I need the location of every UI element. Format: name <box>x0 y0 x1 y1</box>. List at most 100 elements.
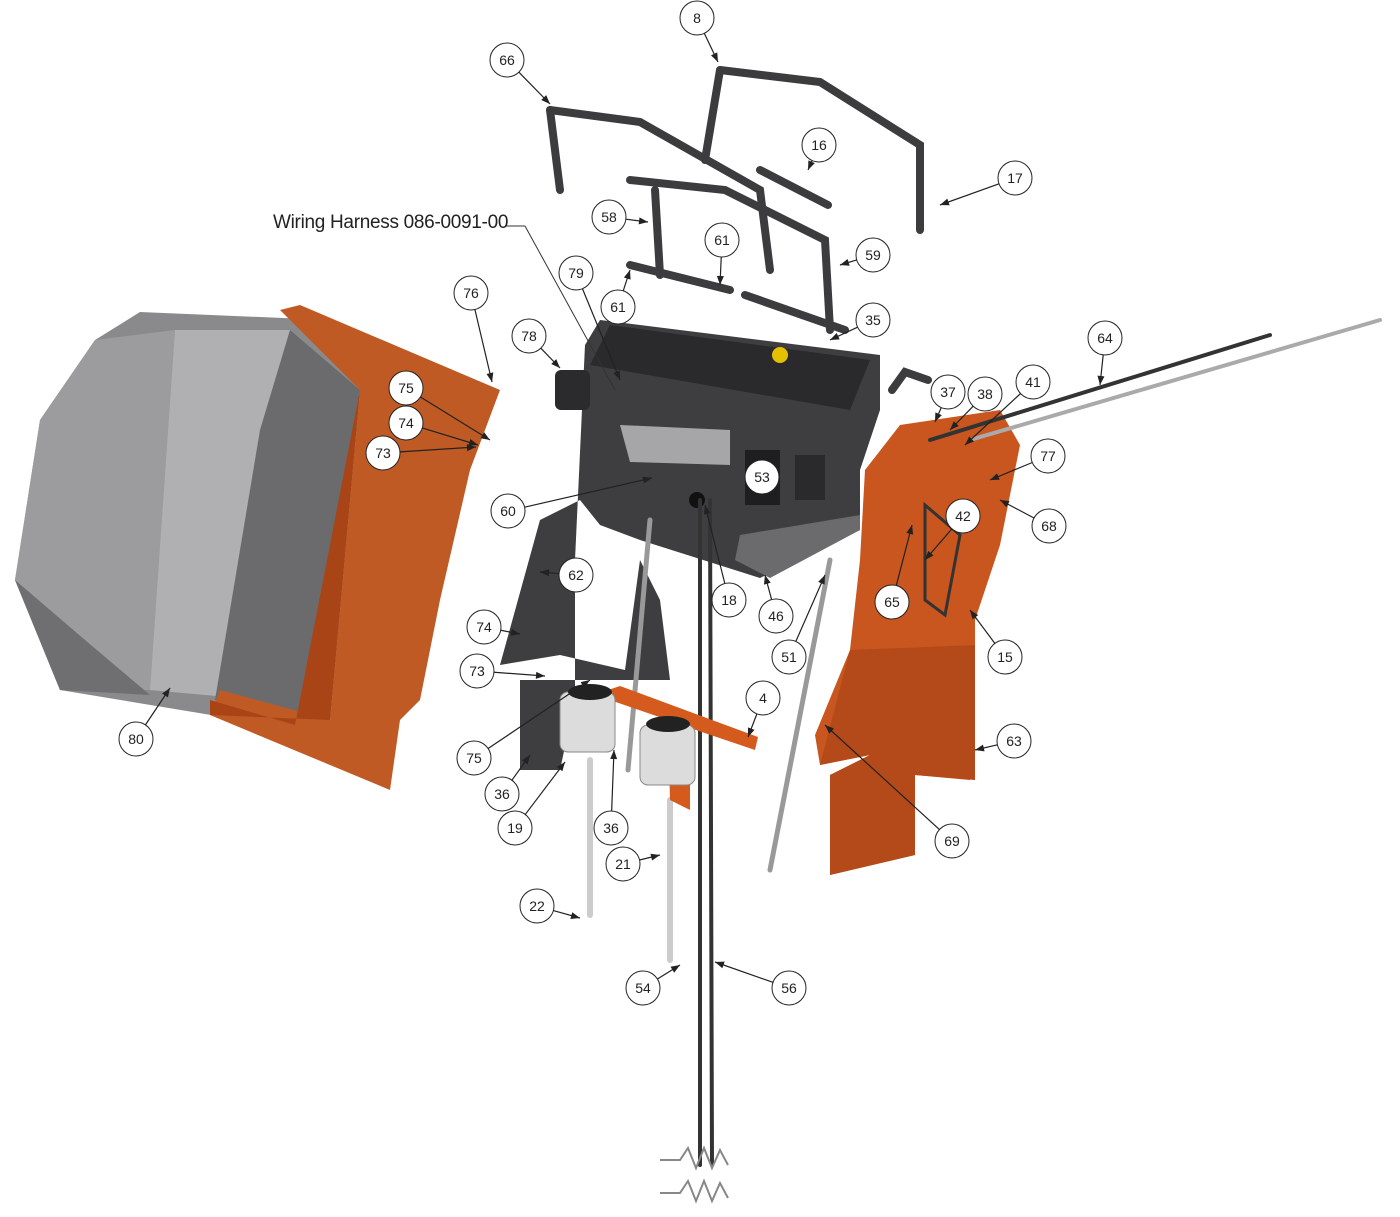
handlebars <box>546 66 932 394</box>
callout-59: 59 <box>839 237 891 273</box>
callout-number: 18 <box>721 592 737 608</box>
callout-circle <box>558 557 594 593</box>
callout-number: 16 <box>811 137 827 153</box>
callout-number: 22 <box>529 898 545 914</box>
callout-circle <box>519 888 555 924</box>
callout-number: 36 <box>494 786 510 802</box>
callout-number: 77 <box>1040 448 1056 464</box>
leader-line <box>474 309 493 383</box>
callout-79: 79 <box>558 255 621 381</box>
arrowhead <box>975 744 985 752</box>
callout-circle <box>600 289 636 325</box>
arrowhead <box>818 575 825 585</box>
callout-number: 37 <box>940 384 956 400</box>
callout-number: 15 <box>997 649 1013 665</box>
callout-76: 76 <box>453 275 494 383</box>
callout-number: 17 <box>1007 170 1023 186</box>
callout-number: 42 <box>955 508 971 524</box>
arrowhead <box>1000 500 1010 508</box>
callout-number: 65 <box>884 594 900 610</box>
callout-circle <box>484 776 520 812</box>
callout-66: 66 <box>489 42 551 105</box>
callout-42: 42 <box>924 498 981 561</box>
arrowhead <box>970 610 979 620</box>
arrowhead <box>670 965 680 973</box>
leader-line <box>422 427 479 446</box>
callout-number: 36 <box>603 820 619 836</box>
callout-number: 35 <box>865 312 881 328</box>
arrowhead <box>570 912 580 919</box>
callout-circle <box>490 493 526 529</box>
callout-circle <box>758 598 794 634</box>
callout-number: 69 <box>944 833 960 849</box>
callout-number: 75 <box>398 380 414 396</box>
callout-17: 17 <box>939 160 1033 206</box>
callout-circle <box>489 42 525 78</box>
leader-line <box>524 761 566 815</box>
callout-53: 53 <box>744 459 780 495</box>
callout-4: 4 <box>745 680 781 738</box>
leader-line <box>704 504 726 584</box>
callout-78: 78 <box>511 318 561 369</box>
arrowhead <box>466 444 476 452</box>
callout-16: 16 <box>801 127 837 171</box>
arrowhead <box>906 525 914 535</box>
callout-36: 36 <box>484 754 531 812</box>
callout-number: 75 <box>466 750 482 766</box>
callout-circle <box>745 680 781 716</box>
callout-21: 21 <box>605 846 661 882</box>
arrowhead <box>540 569 550 577</box>
arrowhead <box>613 370 620 380</box>
callout-number: 62 <box>568 567 584 583</box>
callout-circle <box>711 582 747 618</box>
callout-62: 62 <box>539 557 594 593</box>
arrowhead <box>650 853 660 861</box>
callout-number: 4 <box>759 690 767 706</box>
callout-number: 74 <box>476 619 492 635</box>
callout-74: 74 <box>388 405 479 446</box>
callout-65: 65 <box>874 524 914 620</box>
callout-77: 77 <box>989 438 1066 481</box>
leader-line <box>487 679 591 750</box>
callout-circle <box>930 374 966 410</box>
leader-line <box>524 477 653 508</box>
arrowhead <box>710 52 718 62</box>
callout-number: 80 <box>128 731 144 747</box>
callout-circle <box>625 970 661 1006</box>
leader-line <box>420 396 491 441</box>
callout-circle <box>771 970 807 1006</box>
arrowhead <box>521 755 530 765</box>
callout-number: 76 <box>463 285 479 301</box>
callout-number: 73 <box>375 445 391 461</box>
callout-circle <box>855 302 891 338</box>
callout-number: 53 <box>754 469 770 485</box>
callout-15: 15 <box>969 609 1023 675</box>
callout-58: 58 <box>591 199 649 235</box>
wiring-harness-label: Wiring Harness 086-0091-00 <box>273 212 509 233</box>
arrowhead <box>541 95 550 104</box>
callout-number: 79 <box>568 265 584 281</box>
callout-number: 8 <box>693 10 701 26</box>
callout-8: 8 <box>679 0 719 63</box>
callout-51: 51 <box>771 574 826 675</box>
arrowhead <box>925 550 934 560</box>
leader-line <box>581 288 621 381</box>
callout-number: 51 <box>781 649 797 665</box>
callout-number: 21 <box>615 856 631 872</box>
callout-60: 60 <box>490 476 653 529</box>
arrowhead <box>840 259 850 266</box>
callout-circle <box>1015 364 1051 400</box>
callout-circle <box>855 237 891 273</box>
callout-64: 64 <box>1087 320 1123 386</box>
callout-19: 19 <box>497 761 566 846</box>
callout-circle <box>771 639 807 675</box>
callout-circle <box>466 609 502 645</box>
callout-circle <box>459 653 495 689</box>
callout-circle <box>996 723 1032 759</box>
arrowhead <box>580 680 590 688</box>
arrowhead <box>510 628 520 636</box>
callout-circle <box>497 810 533 846</box>
arrowhead <box>623 270 631 280</box>
arrowhead <box>638 217 648 225</box>
leader-line <box>824 724 940 830</box>
